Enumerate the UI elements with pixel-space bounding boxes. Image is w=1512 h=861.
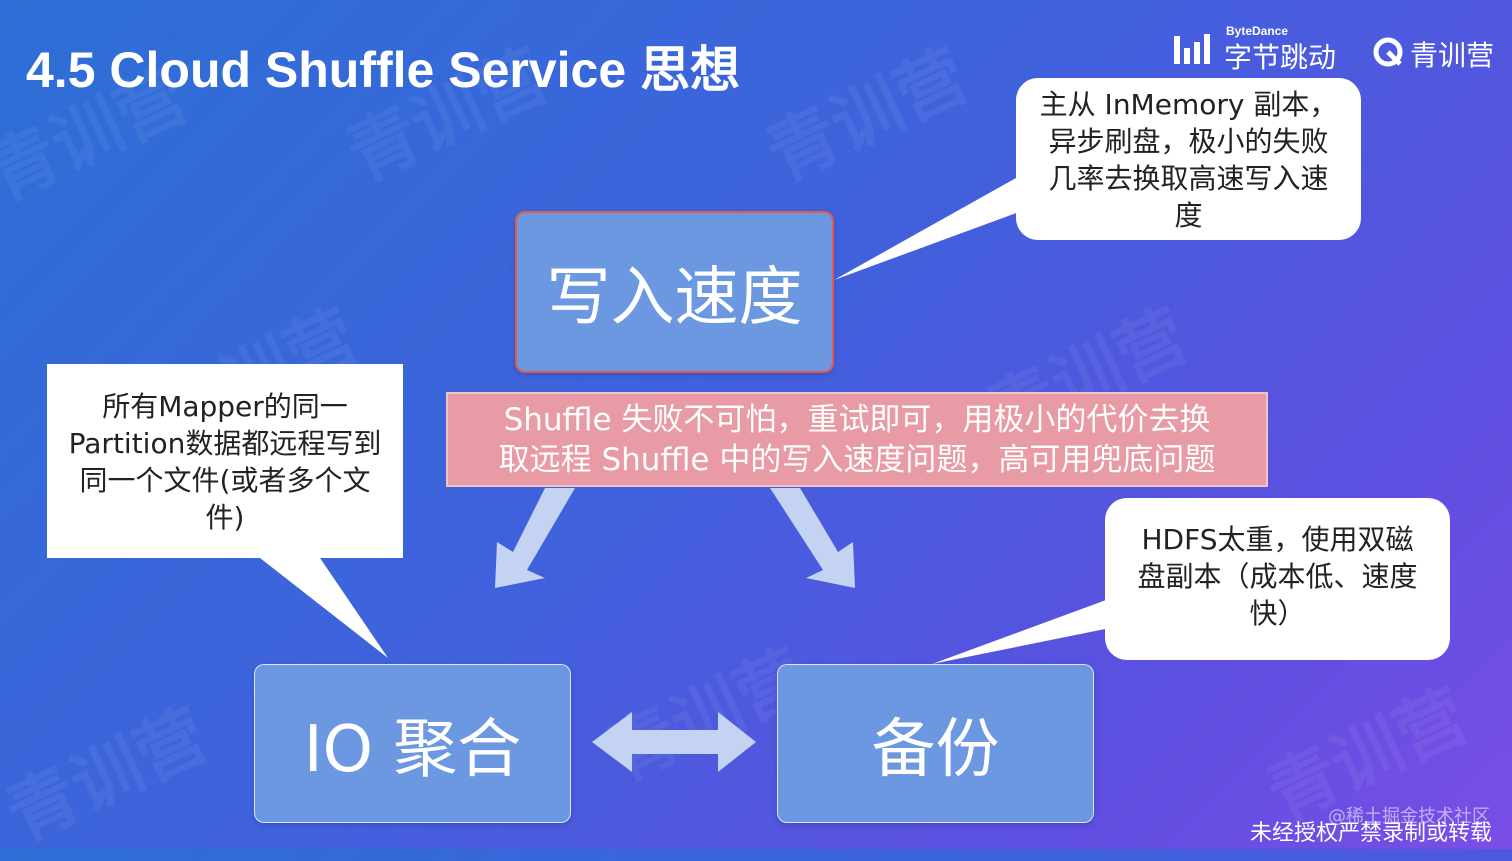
- callout-tail-right: [932, 600, 1120, 664]
- bytedance-name: 字节跳动: [1224, 41, 1337, 74]
- node-io-aggregation-label: IO 聚合: [303, 712, 522, 787]
- callout-line: 所有Mapper的同一: [102, 390, 348, 423]
- bytedance-bars-icon: [1174, 34, 1210, 64]
- callout-line: 快）: [1249, 597, 1306, 630]
- callout-line: Partition数据都远程写到: [68, 427, 382, 460]
- callout-line: 几率去换取高速写入速: [1048, 162, 1329, 195]
- callout-tail-left: [260, 558, 388, 658]
- callout-line: 主从 InMemory 副本，: [1039, 88, 1338, 121]
- watermark: 青训营: [0, 693, 220, 858]
- copyright-notice: 未经授权严禁录制或转载: [1249, 821, 1492, 846]
- callout-line: 同一个文件(或者多个文: [79, 464, 371, 497]
- callout-bottom-right: HDFS太重，使用双磁 盘副本（成本低、速度 快）: [1105, 498, 1450, 660]
- page-title: 4.5 Cloud Shuffle Service 思想: [26, 42, 741, 98]
- callout-left: 所有Mapper的同一 Partition数据都远程写到 同一个文件(或者多个文…: [47, 364, 403, 558]
- center-note-line: 取远程 Shuffle 中的写入速度问题，高可用兜底问题: [498, 442, 1216, 478]
- arrow-down-left: [495, 488, 575, 588]
- center-note-line: Shuffle 失败不可怕，重试即可，用极小的代价去换: [503, 402, 1211, 438]
- bytedance-wordmark: ByteDance: [1226, 24, 1289, 38]
- qingxunying-icon: [1373, 37, 1403, 67]
- callout-line: 度: [1174, 199, 1203, 232]
- arrow-down-right: [770, 488, 855, 588]
- node-write-speed-label: 写入速度: [546, 261, 803, 335]
- callout-line: HDFS太重，使用双磁: [1141, 523, 1414, 556]
- callout-line: 件): [205, 501, 245, 534]
- callout-tail-top: [834, 178, 1030, 280]
- qingxunying-name: 青训营: [1410, 39, 1495, 72]
- node-io-aggregation: IO 聚合: [254, 664, 571, 823]
- callout-top-right: 主从 InMemory 副本， 异步刷盘，极小的失败 几率去换取高速写入速 度: [1016, 78, 1361, 240]
- watermark: 青训营: [754, 33, 980, 198]
- center-note: Shuffle 失败不可怕，重试即可，用极小的代价去换 取远程 Shuffle …: [446, 392, 1268, 487]
- node-write-speed: 写入速度: [515, 211, 834, 373]
- callout-line: 盘副本（成本低、速度: [1137, 560, 1418, 593]
- arrow-bidirectional: [592, 712, 756, 772]
- callout-line: 异步刷盘，极小的失败: [1048, 125, 1329, 158]
- node-backup: 备份: [777, 664, 1094, 823]
- node-backup-label: 备份: [871, 712, 1000, 787]
- source-watermark: @稀土掘金技术社区: [1328, 806, 1490, 827]
